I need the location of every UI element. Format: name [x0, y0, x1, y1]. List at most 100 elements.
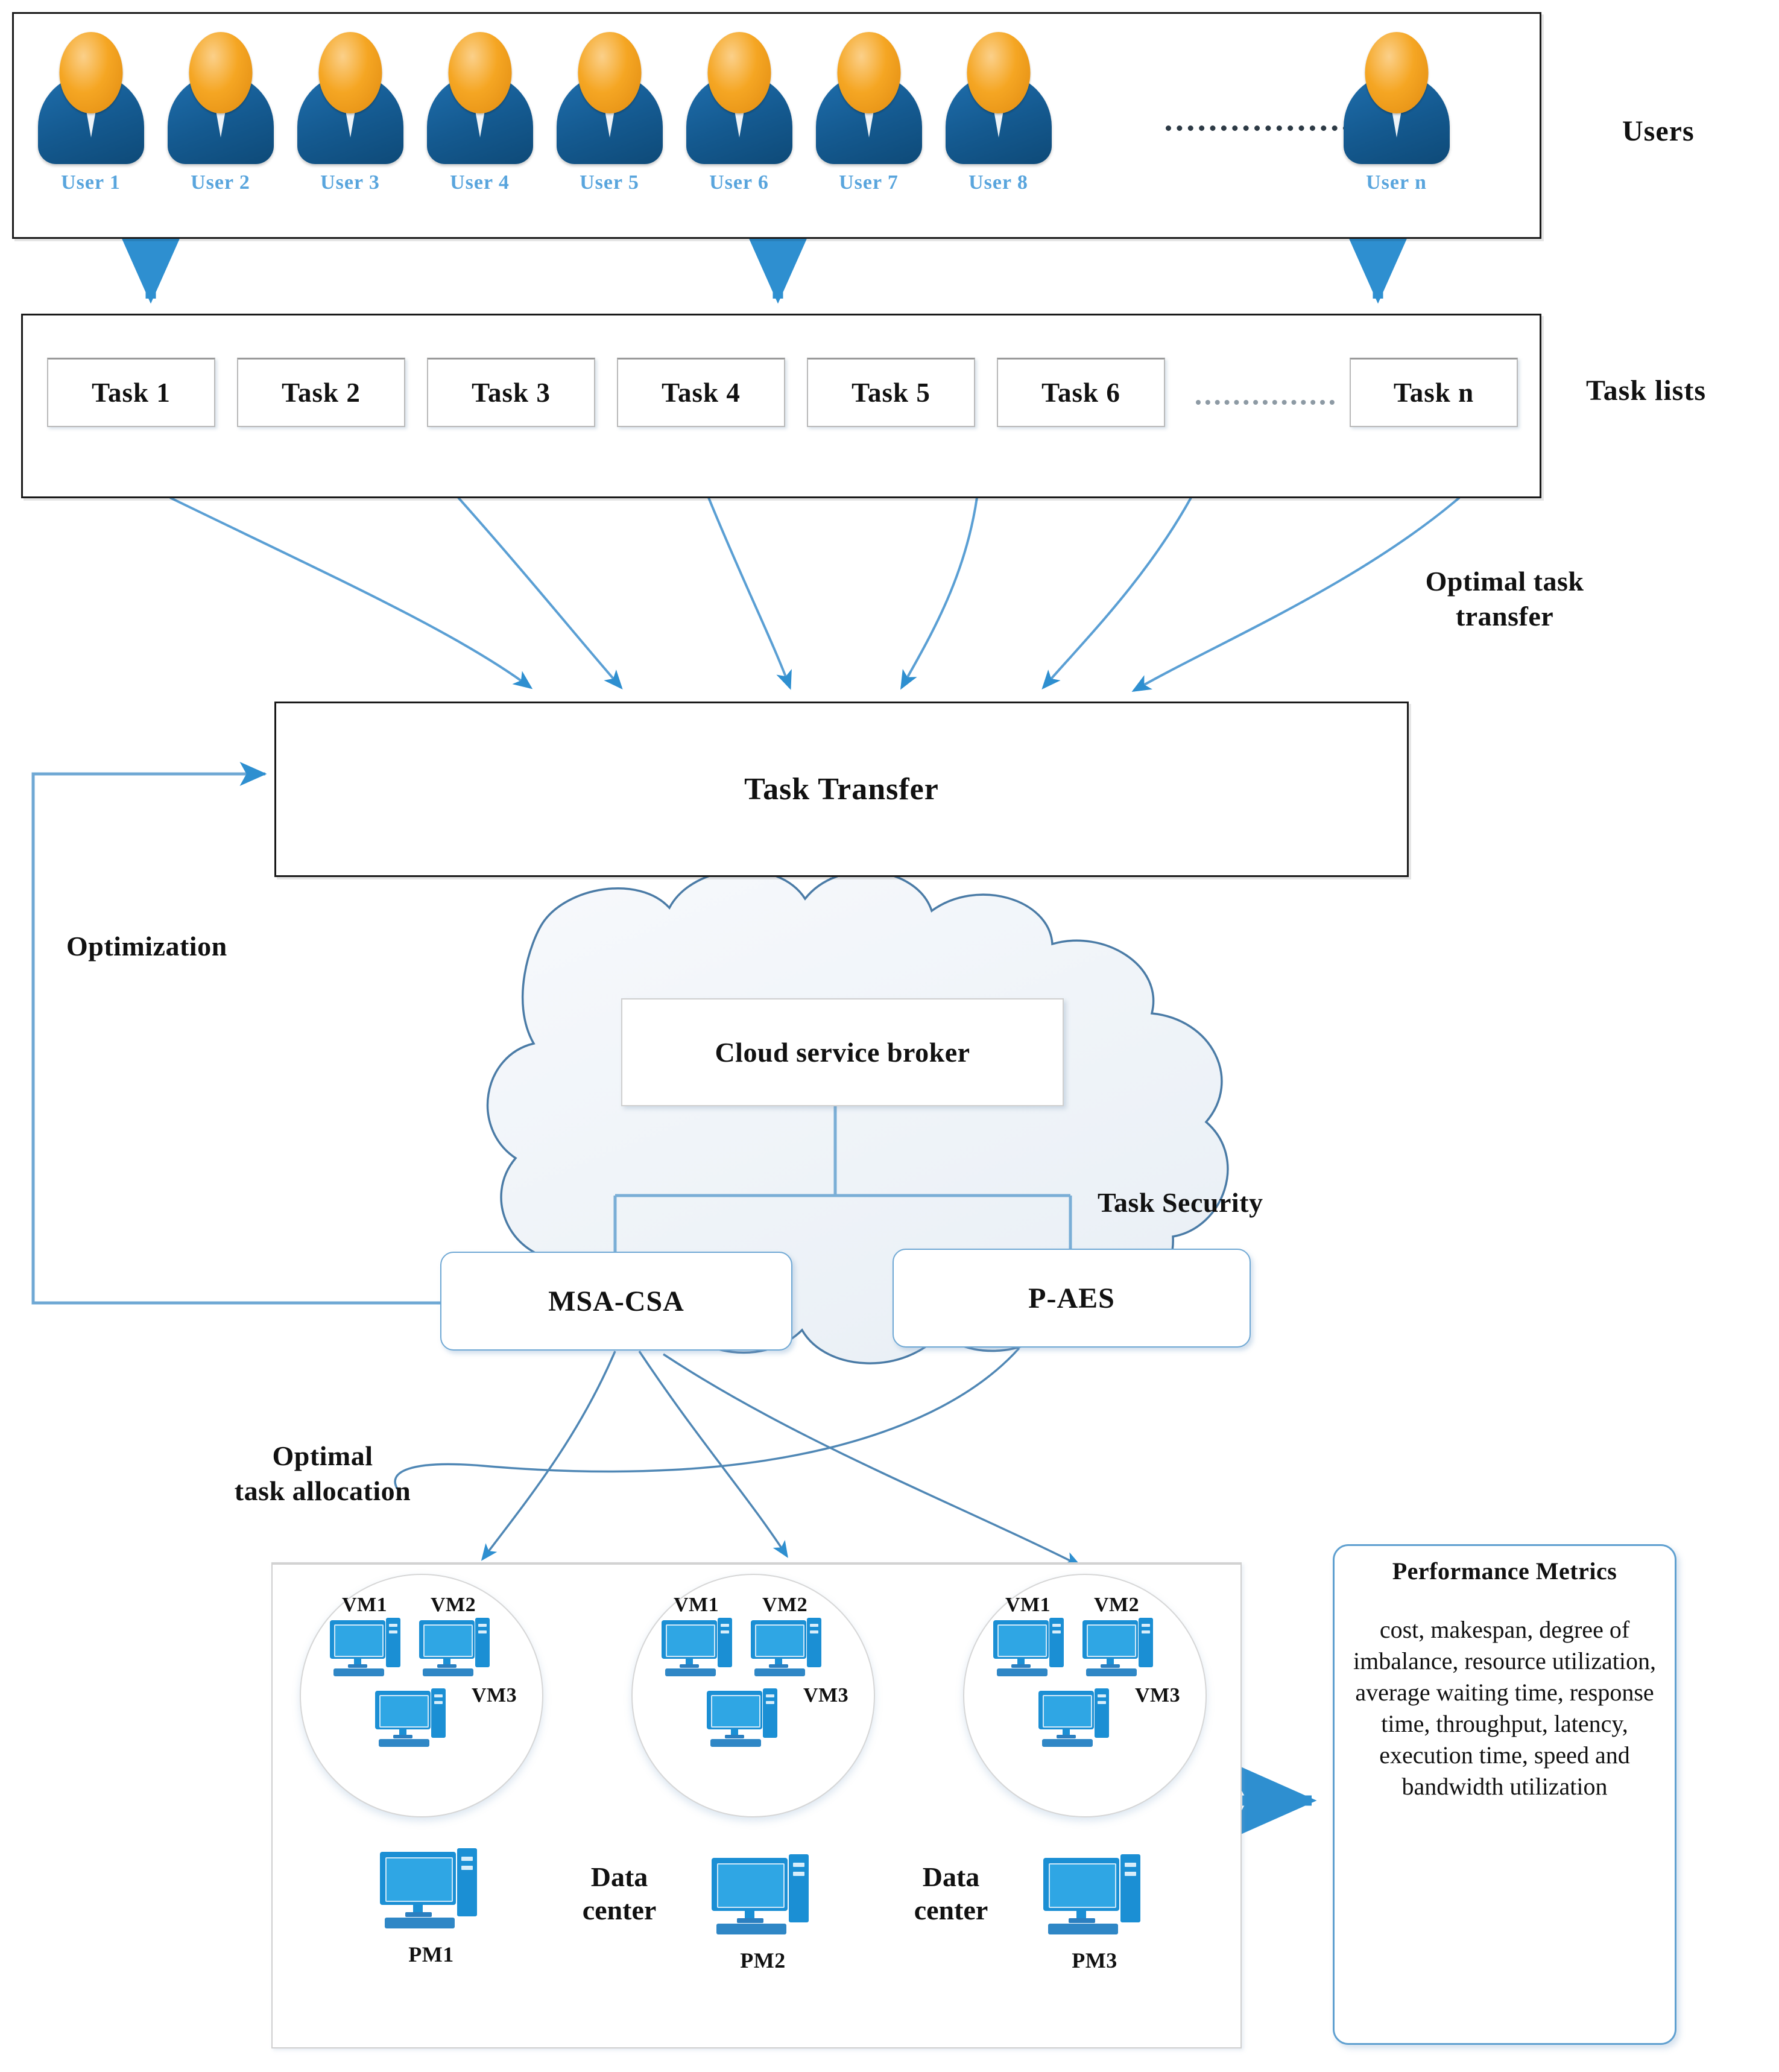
user-label: User 6: [709, 171, 769, 194]
user-avatar-icon: [941, 32, 1056, 168]
data-center-label-line1: Data: [590, 1861, 648, 1892]
vm-label: VM3: [472, 1684, 517, 1706]
data-center-label-line1: Data: [922, 1861, 980, 1892]
vm-computer-icon: [1082, 1618, 1154, 1678]
user-avatar-icon: [423, 32, 537, 168]
task-box[interactable]: Task 2: [237, 358, 405, 427]
vm-label: VM2: [1094, 1594, 1140, 1616]
task-box[interactable]: Task 6: [997, 358, 1165, 427]
user-item-n[interactable]: User n: [1332, 32, 1461, 194]
pm-label: PM3: [1072, 1948, 1117, 1972]
users-panel: User 1 User 2 User 3 User 4: [12, 12, 1541, 239]
user-label: User 7: [839, 171, 899, 194]
avatar-head: [578, 32, 641, 113]
task-lists-panel: Task 1 Task 2 Task 3 Task 4 Task 5 Task …: [21, 314, 1541, 498]
user-item[interactable]: User 7: [804, 32, 934, 194]
performance-metrics-box: Performance Metrics cost, makespan, degr…: [1333, 1544, 1676, 2045]
avatar-head: [448, 32, 511, 113]
task-security-label: Task Security: [1098, 1187, 1263, 1218]
data-centers-panel: VM1 VM2 VM3: [271, 1562, 1242, 2048]
tasks-to-transfer-arrows: [169, 496, 1461, 692]
user-item[interactable]: User 2: [156, 32, 285, 194]
msa-csa-node[interactable]: MSA-CSA: [440, 1252, 792, 1351]
user-avatar-icon: [1339, 32, 1454, 168]
vm-label: VM1: [342, 1594, 388, 1616]
user-item[interactable]: User 6: [674, 32, 804, 194]
tasks-ellipsis: [1196, 400, 1335, 405]
optimization-label: Optimization: [66, 931, 227, 962]
paes-to-datacenter-wire: [394, 1347, 1020, 1491]
vm-computer-icon: [707, 1688, 778, 1749]
vm-computer-icon: [662, 1618, 733, 1678]
avatar-head: [967, 32, 1030, 113]
data-center-label-line2: center: [582, 1895, 657, 1926]
user-label: User 8: [968, 171, 1028, 194]
vm-label: VM1: [1005, 1594, 1051, 1616]
users-section-label: Users: [1622, 115, 1695, 147]
optimal-task-transfer-label: Optimal task transfer: [1378, 564, 1631, 633]
user-avatar-icon: [812, 32, 926, 168]
user-item[interactable]: User 1: [26, 32, 156, 194]
avatar-head: [189, 32, 252, 113]
p-aes-node[interactable]: P-AES: [893, 1249, 1251, 1348]
user-item[interactable]: User 5: [545, 32, 674, 194]
data-center-label-line2: center: [914, 1895, 988, 1926]
pm-label: PM2: [740, 1948, 786, 1972]
vm-label: VM2: [431, 1594, 476, 1616]
user-label: User 3: [320, 171, 380, 194]
msa-to-datacenters-arrows: [481, 1351, 1082, 1567]
optimal-allocation-line2: task allocation: [234, 1475, 411, 1506]
user-label: User n: [1366, 171, 1427, 194]
task-transfer-box[interactable]: Task Transfer: [274, 702, 1409, 877]
task-box[interactable]: Task 5: [807, 358, 975, 427]
user-avatar-icon: [552, 32, 667, 168]
avatar-head: [59, 32, 122, 113]
avatar-head: [837, 32, 900, 113]
vm-computer-icon: [375, 1688, 446, 1749]
data-center-label: Data center: [553, 1860, 686, 1927]
user-item[interactable]: User 8: [934, 32, 1063, 194]
task-lists-section-label: Task lists: [1586, 375, 1706, 407]
broker-to-nodes-wires: [613, 1105, 1072, 1253]
user-label: User 5: [580, 171, 639, 194]
performance-metrics-title: Performance Metrics: [1392, 1557, 1617, 1585]
user-avatar-icon: [293, 32, 408, 168]
optimal-allocation-line1: Optimal: [272, 1440, 373, 1471]
vm-computer-icon: [419, 1618, 490, 1678]
pm-computer-icon: [712, 1854, 809, 1939]
user-avatar-icon: [163, 32, 278, 168]
cloud-service-broker-box[interactable]: Cloud service broker: [621, 998, 1064, 1106]
vm-label: VM1: [674, 1594, 719, 1616]
task-box-n[interactable]: Task n: [1350, 358, 1518, 427]
user-label: User 4: [450, 171, 510, 194]
pm-computer-icon: [1043, 1854, 1141, 1939]
optimal-task-transfer-line1: Optimal task: [1425, 566, 1584, 597]
optimal-task-allocation-label: Optimal task allocation: [223, 1439, 422, 1508]
avatar-head: [318, 32, 382, 113]
performance-metrics-list: cost, makespan, degree of imbalance, res…: [1353, 1616, 1656, 1800]
task-box[interactable]: Task 4: [617, 358, 785, 427]
vm-computer-icon: [993, 1618, 1064, 1678]
pm-label: PM1: [408, 1942, 454, 1966]
vm-computer-icon: [1038, 1688, 1110, 1749]
avatar-head: [707, 32, 771, 113]
vm-computer-icon: [751, 1618, 822, 1678]
user-avatar-icon: [34, 32, 148, 168]
user-item[interactable]: User 4: [415, 32, 545, 194]
vm-computer-icon: [330, 1618, 401, 1678]
user-label: User 2: [191, 171, 250, 194]
user-item[interactable]: User 3: [285, 32, 415, 194]
task-box[interactable]: Task 1: [47, 358, 215, 427]
avatar-head: [1365, 32, 1428, 113]
task-box[interactable]: Task 3: [427, 358, 595, 427]
optimal-task-transfer-line2: transfer: [1455, 600, 1554, 632]
user-avatar-icon: [682, 32, 797, 168]
users-ellipsis: [1166, 125, 1371, 131]
vm-label: VM3: [803, 1684, 849, 1706]
data-center-label: Data center: [885, 1860, 1017, 1927]
pm-computer-icon: [380, 1848, 478, 1933]
vm-label: VM3: [1135, 1684, 1181, 1706]
user-label: User 1: [61, 171, 121, 194]
vm-label: VM2: [762, 1594, 808, 1616]
